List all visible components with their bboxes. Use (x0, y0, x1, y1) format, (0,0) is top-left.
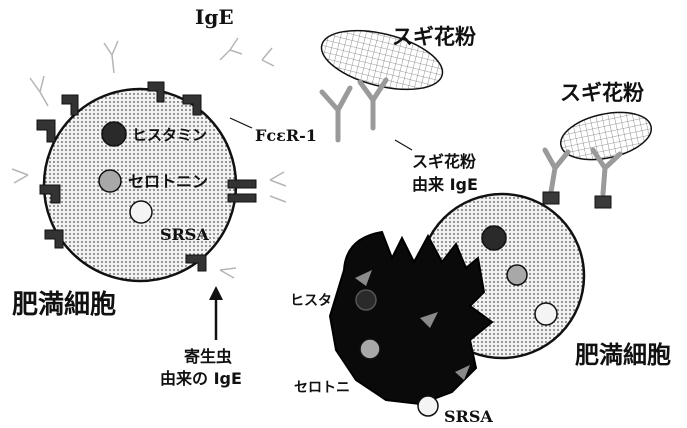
antibody-shape (270, 172, 286, 202)
receptor-shape (37, 120, 55, 142)
antibody-shape (262, 48, 274, 66)
parasite-ige-arrow (209, 286, 223, 340)
antibody-shape (30, 76, 48, 106)
histamine-granule-left (102, 122, 126, 146)
label-mast-cell-left: 肥満細胞 (12, 289, 116, 320)
label-mast-cell-right: 肥満細胞 (575, 341, 671, 369)
label-sugi-pollen-right: スギ花粉 (560, 81, 644, 105)
label-ige-top: IgE (195, 5, 234, 29)
label-histamine-right: ヒスタ (290, 293, 332, 309)
srsa-granule-right (535, 303, 557, 325)
ige-antibody (545, 150, 568, 192)
label-srsa-right: SRSA (444, 407, 493, 426)
antibody-shape (220, 38, 242, 60)
label-srsa-left: SRSA (160, 225, 209, 244)
histamine-granule-right (482, 226, 506, 250)
srsa-granule-left (130, 201, 152, 223)
right-mast-cell (330, 105, 656, 416)
serotonin-granule-right (507, 265, 527, 285)
granule-released-mid (360, 339, 380, 359)
antibody-shape (12, 169, 28, 183)
antibody-shape (104, 41, 118, 73)
granule-released-light (418, 396, 438, 416)
fce-pointer-line (230, 118, 252, 128)
label-parasite-ige-line1: 寄生虫 (184, 347, 232, 366)
receptor-shape (543, 192, 559, 204)
label-histamine-left: ヒスタミン (132, 126, 207, 144)
label-sugi-ige-line2: 由来 IgE (412, 175, 478, 194)
antibody-shape (220, 268, 236, 278)
label-fce-receptor: FcεR-1 (255, 126, 317, 145)
label-sugi-ige-line1: スギ花粉 (412, 152, 476, 171)
receptor-shape (595, 196, 611, 208)
ige-antibody (322, 88, 350, 140)
label-serotonin-left: セロトニン (128, 172, 208, 191)
left-mast-cell (12, 38, 286, 281)
label-sugi-pollen-top: スギ花粉 (392, 25, 476, 49)
ige-antibody (360, 80, 386, 128)
receptor-shape (45, 230, 63, 248)
label-serotonin-right: セロトニ (294, 380, 350, 396)
serotonin-granule-left (99, 170, 121, 192)
pollen-grain-right (556, 105, 655, 167)
sugi-ige-pointer (395, 140, 412, 150)
receptor-shape (62, 95, 78, 115)
granule-released-dark (356, 290, 376, 310)
label-parasite-ige-line2: 由来の IgE (160, 369, 242, 388)
